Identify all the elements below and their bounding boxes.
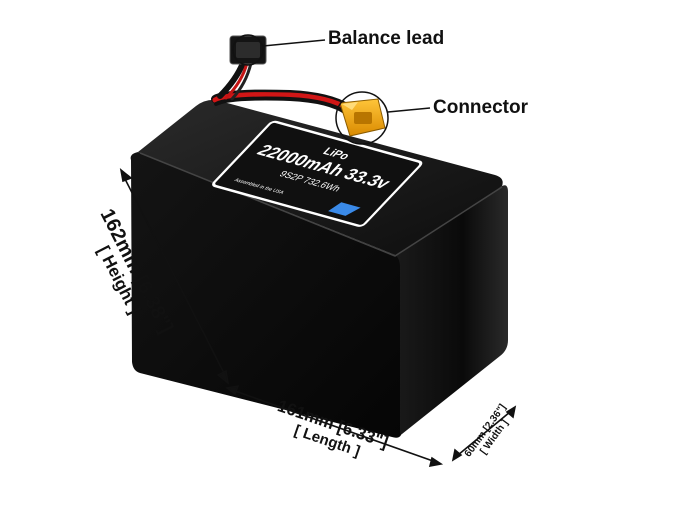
xt-connector-icon — [339, 98, 386, 137]
battery-pack — [130, 99, 508, 438]
brand-logo-icon — [328, 202, 361, 216]
connector-callout: Connector — [433, 97, 528, 118]
height-arrow — [123, 176, 226, 376]
callout-lines — [232, 34, 431, 145]
balance-lead-callout: Balance lead — [328, 28, 445, 49]
width-arrow — [457, 411, 511, 456]
battery-side-face — [395, 185, 508, 435]
dimension-arrows — [119, 168, 517, 468]
balance-lead-callout-circle — [232, 34, 264, 66]
balance-lead — [217, 35, 267, 101]
battery-label: LiPo 22000mAh 33.3v 9S2P 732.6Wh Assembl… — [212, 120, 423, 227]
length-arrow — [234, 390, 434, 462]
battery-front-face — [130, 152, 403, 438]
connector-callout-circle — [335, 91, 389, 145]
